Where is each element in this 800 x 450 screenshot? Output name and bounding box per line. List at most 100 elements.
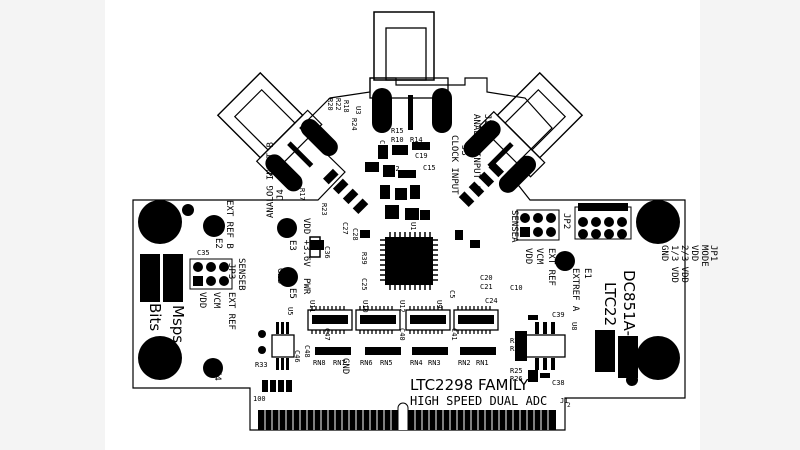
jp3-option-ext-ref: EXT REF [226, 292, 236, 330]
c19-refdes: C19 [415, 152, 428, 160]
e1-refdes: E1 [582, 268, 592, 279]
chip-family: LTC22 [601, 282, 619, 327]
c25-refdes: C25 [360, 278, 368, 291]
jp2-option-ext-ref: EXT REF [546, 248, 556, 286]
r35-refdes: R35 [510, 345, 523, 353]
jp2-header [516, 209, 560, 241]
pcb-silkscreen: LTC2298 FAMILY HIGH SPEED DUAL ADC DC851… [105, 0, 718, 450]
jp1-option-1-3-vdd: 1/3 VDD [669, 245, 679, 283]
e5-refdes: E5 [287, 288, 297, 299]
r32-refdes: R32 [387, 165, 400, 173]
c48-refdes: C48 [303, 345, 311, 358]
part-suffix: IUP [600, 336, 618, 361]
jp2-title: SENSEA [509, 210, 519, 243]
jp1-option-vdd: VDD [689, 245, 699, 262]
e5-label: GND [275, 268, 285, 285]
u9-refdes: U9 [435, 300, 443, 309]
c40-refdes: C40 [398, 328, 406, 341]
c21-refdes: C21 [480, 283, 493, 291]
e2-refdes: E2 [213, 238, 223, 249]
rn6-refdes: RN6 [360, 359, 373, 367]
rn3-refdes: RN3 [428, 359, 441, 367]
r26-refdes: R26 [510, 375, 523, 383]
rn5-refdes: RN5 [380, 359, 393, 367]
r34-refdes: R34 [510, 337, 523, 345]
board-title: LTC2298 FAMILY [410, 376, 529, 394]
board-subtitle: HIGH SPEED DUAL ADC [410, 394, 548, 408]
c15-refdes: C15 [423, 164, 436, 172]
j3-connector-body [373, 11, 435, 81]
jp1-option-gnd: GND [659, 245, 669, 262]
j4-connector-body [216, 71, 338, 192]
c46-refdes: C46 [293, 350, 301, 363]
c35-refdes: C35 [197, 249, 210, 257]
pin-100-label: 100 [253, 395, 266, 403]
e5-pad [278, 267, 298, 287]
rn7-refdes: RN7 [333, 359, 346, 367]
c27-refdes: C27 [341, 222, 349, 235]
rn4-refdes: RN4 [410, 359, 423, 367]
j4-label: ANALOG INPUT B [266, 142, 276, 218]
mount-hole [636, 336, 680, 380]
rn8-refdes: RN8 [313, 359, 326, 367]
e2-pad [203, 215, 225, 237]
r18-refdes: R18 [342, 100, 350, 113]
mount-hole [138, 200, 182, 244]
e1-pad [555, 251, 575, 271]
j2-label: ANALOG INPUT A [471, 114, 481, 190]
c20-refdes: C20 [480, 274, 493, 282]
e3-label: VDD +3.6V [301, 218, 311, 267]
c5-refdes: C5 [448, 290, 456, 299]
u11-refdes: U11 [308, 300, 316, 313]
jp3-option-vcm: VCM [211, 292, 221, 309]
jp2-refdes: JP2 [561, 213, 571, 230]
mount-hole [636, 200, 680, 244]
c39-refdes: C39 [552, 311, 565, 319]
part-number: DC851A- [620, 270, 638, 336]
c28-refdes: C28 [351, 228, 359, 241]
r25-refdes: R25 [510, 367, 523, 375]
u1-refdes: U1 [409, 222, 417, 231]
jp3-title: SENSEB [236, 258, 246, 291]
e1-label: EXTREF A [570, 268, 580, 312]
msps-label: Msps [169, 305, 187, 344]
r23-refdes: R23 [320, 203, 328, 216]
u8-refdes: U8 [570, 322, 578, 331]
r14-refdes: R14 [410, 136, 423, 144]
mount-hole [138, 336, 182, 380]
c12-refdes: C12 [378, 140, 386, 153]
r33-refdes: R33 [255, 361, 268, 369]
u3-refdes: U3 [354, 106, 362, 115]
jp1-title: MODE [699, 245, 709, 267]
bits-label: Bits [146, 303, 164, 332]
buffer-chips [312, 315, 494, 324]
pwr-label: PWR [301, 278, 311, 295]
r15-refdes: R15 [391, 127, 404, 135]
e4-pad [203, 358, 223, 378]
e4-refdes: E4 [212, 370, 222, 381]
r10-refdes: R10 [391, 136, 404, 144]
e3-refdes: E3 [287, 240, 297, 251]
jp3-option-vdd: VDD [197, 292, 207, 309]
c38-refdes: C38 [552, 379, 565, 387]
r22-refdes: R22 [334, 98, 342, 111]
r17-refdes: R17 [298, 188, 306, 201]
c36-refdes: C36 [323, 246, 331, 259]
c41-refdes: C41 [450, 328, 458, 341]
jp3-refdes: JP3 [226, 263, 236, 280]
rn1-refdes: RN1 [476, 359, 489, 367]
jp3-header [189, 258, 233, 290]
jp1-refdes: JP1 [708, 245, 718, 262]
c47-refdes: C47 [323, 328, 331, 341]
j2-refdes: J2 [482, 114, 492, 125]
u12-refdes: U12 [398, 300, 406, 313]
r20-refdes: R20 [326, 98, 334, 111]
r39-refdes: R39 [360, 252, 368, 265]
j2-connector-body [463, 71, 584, 193]
j3-label: CLOCK INPUT [449, 135, 459, 195]
board-artwork [132, 11, 686, 431]
u5-refdes: U5 [286, 307, 294, 316]
c24-refdes: C24 [485, 297, 498, 305]
j3-pad-right [432, 88, 452, 133]
u5-chip [271, 334, 295, 358]
